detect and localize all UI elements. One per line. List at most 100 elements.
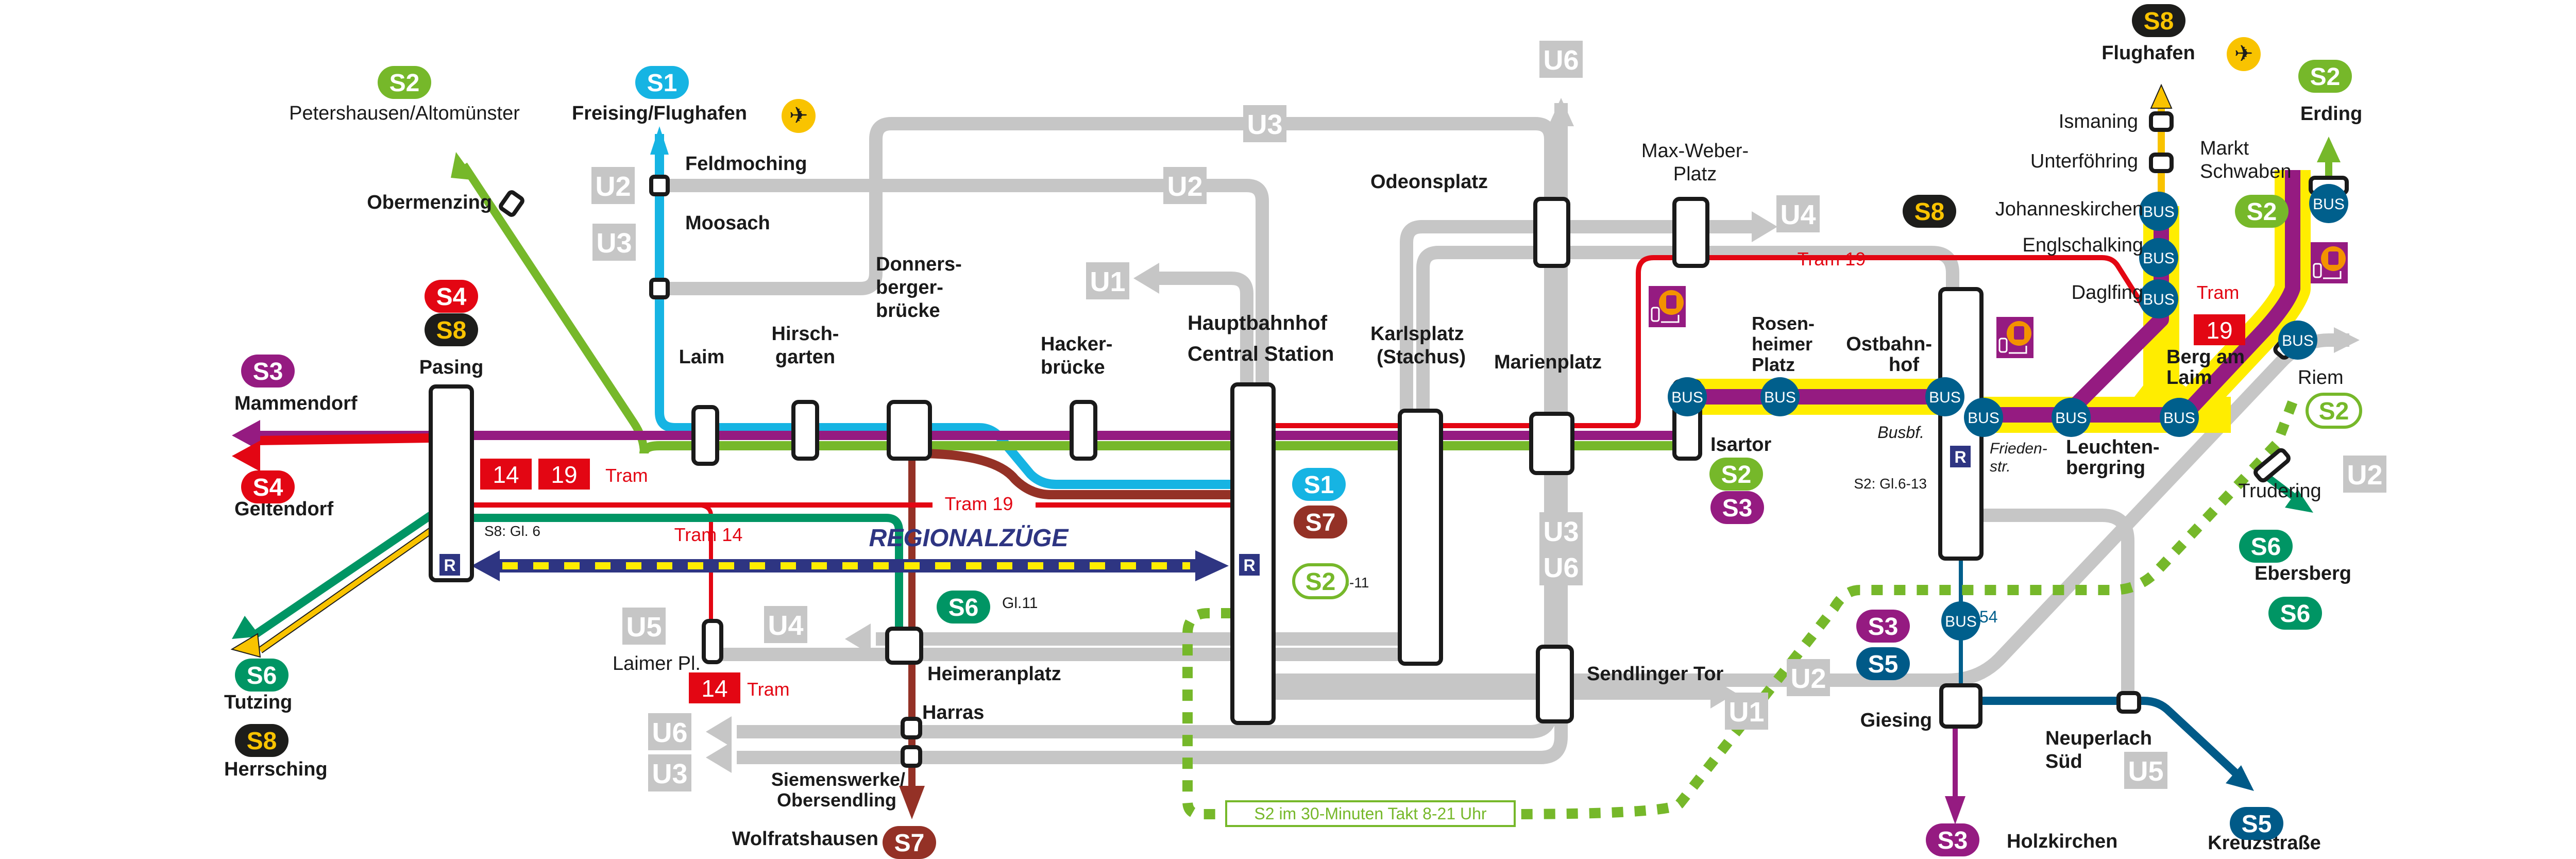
s8-sw-arrow xyxy=(230,633,261,658)
ubahn-label-u6-marien: U6 xyxy=(1539,548,1583,585)
ubahn-u5-west-line xyxy=(721,648,1430,664)
svg-text:BUS: BUS xyxy=(2163,410,2195,427)
svg-text:BUS: BUS xyxy=(2313,196,2345,213)
badge-s2: S2 xyxy=(1709,458,1763,491)
badge-label: S1 xyxy=(1304,471,1334,499)
svg-text:BUS: BUS xyxy=(1764,389,1796,406)
label-ostbahnhof-1: Ostbahn- xyxy=(1846,333,1932,355)
u1-arrow xyxy=(1133,263,1159,294)
svg-text:U4: U4 xyxy=(1780,199,1816,230)
regional-marker-ostbahnhof xyxy=(1950,446,1971,467)
badge-label: S2 xyxy=(2310,63,2341,91)
tram-line-badge: 19 xyxy=(538,459,590,490)
ubahn-label-u3-sw: U3 xyxy=(648,754,691,791)
station-laimer-platz xyxy=(702,619,723,664)
dest-mammendorf: Mammendorf xyxy=(234,393,358,414)
ubahn-u5-east-line xyxy=(1981,509,2134,711)
note-s2-ost-platform: S2: Gl.6-13 xyxy=(1854,476,1927,492)
s6-line xyxy=(471,514,903,639)
ubahn-u4-line xyxy=(1400,220,1757,411)
label-feldmoching: Feldmoching xyxy=(685,153,807,175)
ubahn-u2-line xyxy=(670,179,1269,384)
badge-label: S3 xyxy=(1938,827,1968,854)
badge-label: S4 xyxy=(436,283,467,311)
station-pasing xyxy=(429,384,474,582)
u6-sw-arrow xyxy=(706,716,732,747)
station-sendlinger-tor xyxy=(1536,645,1574,723)
label-hacker-2: brücke xyxy=(1041,357,1105,378)
svg-text:U2: U2 xyxy=(1790,663,1826,694)
label-berg-1: Berg am xyxy=(2166,346,2245,368)
svg-text:U6: U6 xyxy=(1543,552,1579,583)
badge-s5: S5 xyxy=(1856,647,1910,680)
badge-s4: S4 xyxy=(425,280,478,313)
station-donnersbergerbruecke xyxy=(887,400,932,461)
badge-s8: S8 xyxy=(425,313,478,346)
giesing-lines xyxy=(1945,559,2254,824)
label-giesing: Giesing xyxy=(1860,710,1932,731)
badge-label: S8 xyxy=(436,317,467,344)
badge-s2: S2 xyxy=(378,66,431,99)
sev-band-purple-2 xyxy=(2179,170,2300,420)
svg-text:U5: U5 xyxy=(626,612,662,643)
s5-se-arrow xyxy=(2226,765,2254,791)
tram-label: Tram 14 xyxy=(674,524,743,545)
label-daglfing: Daglfing xyxy=(2072,282,2143,304)
label-markt-2: Schwaben xyxy=(2200,161,2291,182)
regional-arrow-west xyxy=(471,550,500,581)
ubahn-label-u3-top: U3 xyxy=(1243,105,1286,142)
label-heimeranplatz: Heimeranplatz xyxy=(927,663,1061,685)
tram-label: Tram xyxy=(605,465,648,486)
label-hauptbahnhof-2: Central Station xyxy=(1188,343,1334,365)
badge-label: S2 xyxy=(2319,398,2349,425)
ubahn-label-u3-marien: U3 xyxy=(1539,512,1583,549)
badge-label: S6 xyxy=(2251,533,2281,561)
ubahn-label-u6-top: U6 xyxy=(1539,41,1583,78)
tram19-red-line xyxy=(1274,255,2151,428)
svg-text:BUS: BUS xyxy=(1968,410,1999,427)
replacement-bus-sign xyxy=(1649,286,1686,327)
label-riem: Riem xyxy=(2298,367,2344,389)
svg-text:U2: U2 xyxy=(1167,171,1202,202)
badge-label: S4 xyxy=(253,474,283,501)
badge-s3: S3 xyxy=(1926,823,1979,856)
label-pasing: Pasing xyxy=(419,357,484,378)
dest-wolfratshausen: Wolfratshausen xyxy=(732,828,878,850)
ubahn-u3-sw-line xyxy=(737,685,1568,764)
badge-label: S2 xyxy=(1721,461,1752,489)
label-rosenheimer-2: heimer xyxy=(1752,333,1812,355)
bus-stop-icon: BUS xyxy=(1925,377,1964,416)
s8-sw-line-inner xyxy=(259,528,432,653)
note-s6-platform: Gl.11 xyxy=(1002,595,1038,612)
ubahn-label-u2-feldmoching: U2 xyxy=(591,167,635,204)
ubahn-u2-south-line xyxy=(1834,356,2287,687)
airport-icon: ✈ xyxy=(782,99,816,133)
svg-text:19: 19 xyxy=(551,461,577,488)
svg-text:U6: U6 xyxy=(1543,45,1579,76)
label-karlsplatz-2: (Stachus) xyxy=(1377,346,1466,368)
svg-text:U1: U1 xyxy=(1728,697,1764,728)
bus-stop-icon: BUS xyxy=(1760,377,1800,416)
label-hirschgarten-2: garten xyxy=(775,346,835,368)
label-isartor: Isartor xyxy=(1710,434,1771,456)
s3-west-arrow xyxy=(232,420,260,451)
s2-detour xyxy=(1182,400,2298,819)
badge-label: S3 xyxy=(1868,613,1899,641)
label-siemenswerke-2: Obersendling xyxy=(777,789,896,811)
label-rosenheimer-1: Rosen- xyxy=(1752,313,1815,334)
s6-sw-arrow xyxy=(232,616,260,639)
svg-text:U3: U3 xyxy=(1543,516,1579,547)
svg-text:R: R xyxy=(1243,556,1255,575)
station-obermenzing xyxy=(499,190,524,217)
svg-text:19: 19 xyxy=(2206,317,2232,344)
label-leuchten-2: bergring xyxy=(2066,457,2145,479)
airport-icon: ✈ xyxy=(2227,37,2261,71)
badge-s8: S8 xyxy=(2132,4,2185,37)
regional-markers: R R R xyxy=(439,446,1971,576)
label-obermenzing: Obermenzing xyxy=(367,192,492,213)
badge-s2: S2 xyxy=(2306,393,2362,429)
station-moosach xyxy=(649,278,670,299)
station-unterfoehring xyxy=(2149,153,2174,173)
station-max-weber-platz xyxy=(1672,197,1709,268)
